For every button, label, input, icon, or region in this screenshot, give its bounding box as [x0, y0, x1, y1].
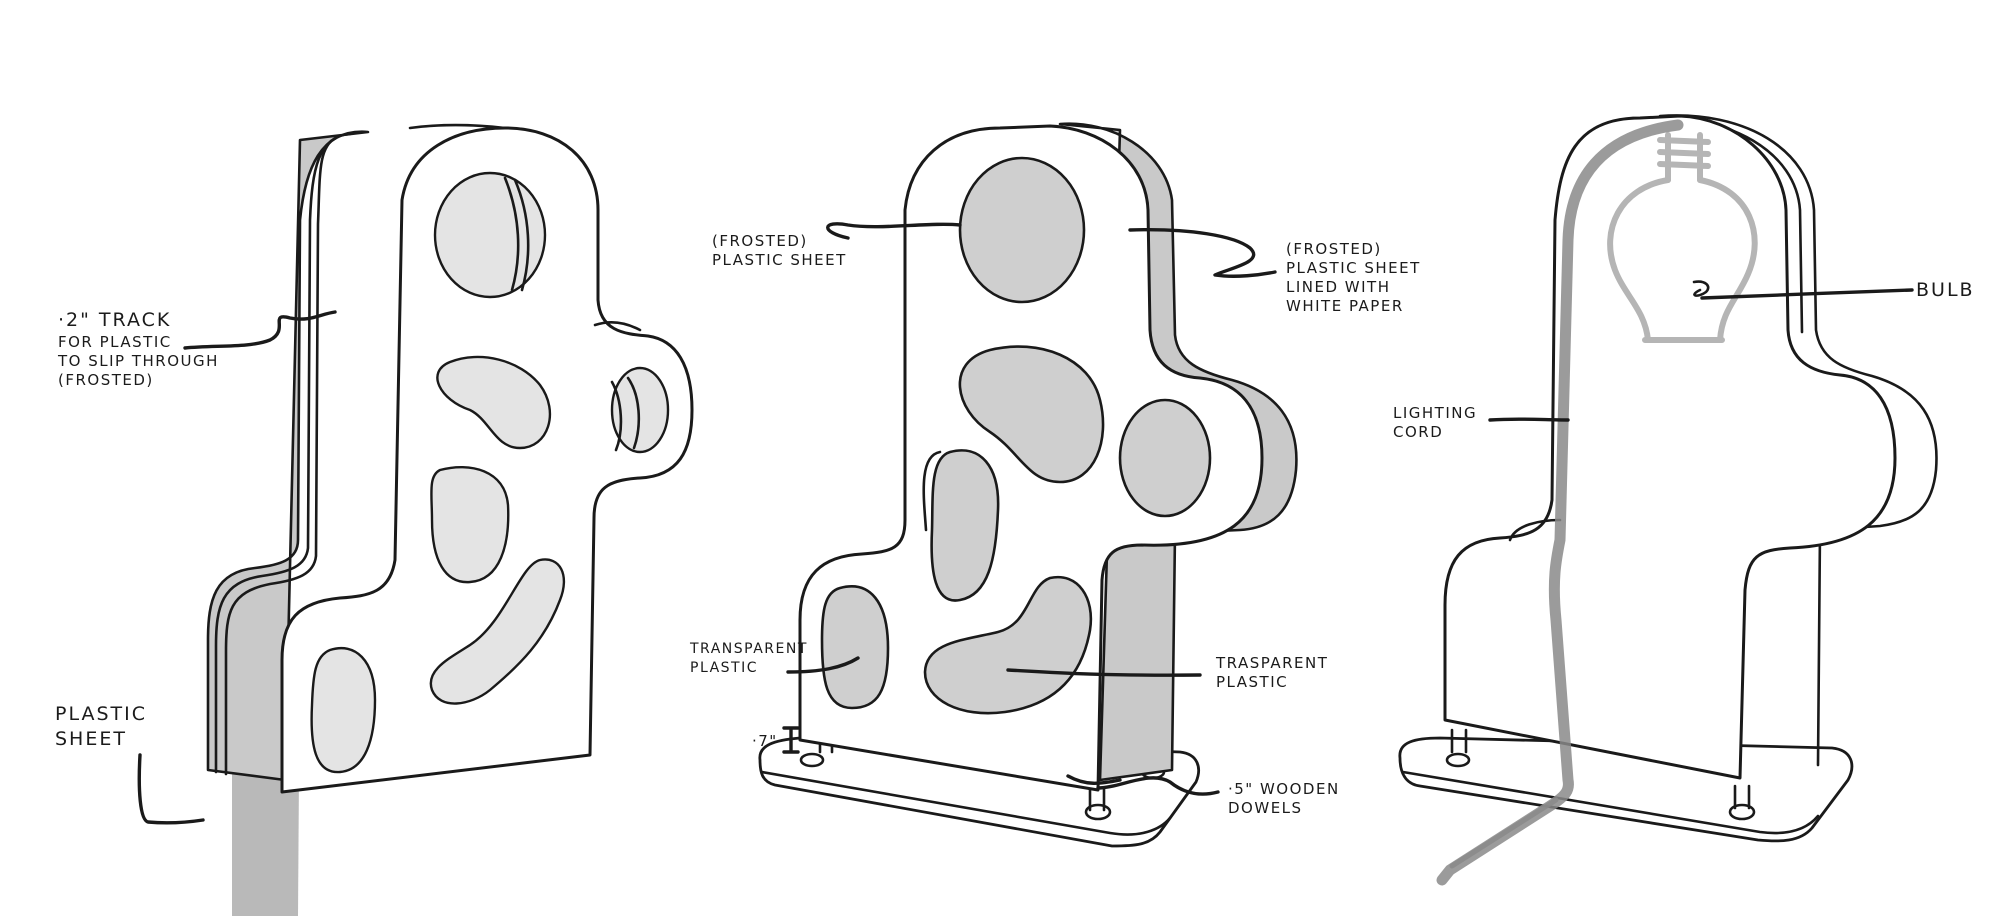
label-transparent-right: TRASPARENT PLASTIC — [1216, 654, 1328, 692]
label-lighting-cord-line2: CORD — [1393, 423, 1477, 442]
label-frosted-lined-line3: LINED WITH — [1286, 278, 1421, 297]
label-height-dim-value: ·7" — [752, 732, 778, 751]
label-frosted-sheet: (FROSTED) PLASTIC SHEET — [712, 232, 847, 270]
label-frosted-sheet-line2: PLASTIC SHEET — [712, 251, 847, 270]
label-track-line3: TO SLIP THROUGH — [58, 352, 219, 371]
label-track-line4: (FROSTED) — [58, 371, 219, 390]
label-plastic-sheet-line2: SHEET — [55, 727, 147, 752]
lamp-right-body — [1445, 116, 1895, 778]
lamp-left — [208, 125, 692, 916]
label-dowels-line1: ·5" WOODEN — [1228, 780, 1340, 799]
label-bulb-text: BULB — [1916, 278, 1975, 303]
label-plastic-sheet-line1: PLASTIC — [55, 702, 147, 727]
label-frosted-sheet-line1: (FROSTED) — [712, 232, 847, 251]
lamp-right — [1400, 115, 1937, 880]
label-transparent-right-line1: TRASPARENT — [1216, 654, 1328, 673]
label-transparent-right-line2: PLASTIC — [1216, 673, 1328, 692]
label-frosted-lined: (FROSTED) PLASTIC SHEET LINED WITH WHITE… — [1286, 240, 1421, 316]
label-plastic-sheet: PLASTIC SHEET — [55, 702, 147, 752]
label-transparent-left-line2: PLASTIC — [690, 659, 808, 678]
label-bulb: BULB — [1916, 278, 1975, 303]
label-height-dim: ·7" — [752, 732, 778, 751]
label-frosted-lined-line2: PLASTIC SHEET — [1286, 259, 1421, 278]
label-frosted-lined-line4: WHITE PAPER — [1286, 297, 1421, 316]
label-dowels-line2: DOWELS — [1228, 799, 1340, 818]
label-track: ·2" TRACK FOR PLASTIC TO SLIP THROUGH (F… — [58, 308, 219, 390]
label-transparent-left: TRANSPARENT PLASTIC — [690, 640, 808, 678]
label-dowels: ·5" WOODEN DOWELS — [1228, 780, 1340, 818]
label-track-line2: FOR PLASTIC — [58, 333, 219, 352]
label-track-line1: ·2" TRACK — [58, 308, 219, 333]
frosted-hole-top — [960, 158, 1084, 302]
label-lighting-cord-line1: LIGHTING — [1393, 404, 1477, 423]
label-transparent-left-line1: TRANSPARENT — [690, 640, 808, 659]
label-lighting-cord: LIGHTING CORD — [1393, 404, 1477, 442]
transparent-hole-left — [822, 586, 888, 708]
label-frosted-lined-line1: (FROSTED) — [1286, 240, 1421, 259]
